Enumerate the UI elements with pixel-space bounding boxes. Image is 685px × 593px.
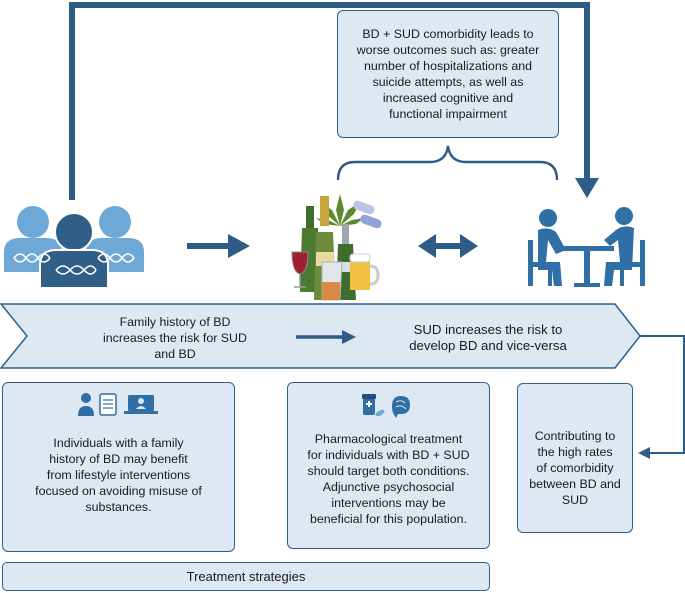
banner-right-text: SUD increases the risk to develop BD and… [409,322,567,353]
treatment-strategies-bar: Treatment strategies [2,562,490,591]
banner-left-text: Family history of BD increases the risk … [103,315,247,361]
comorbidity-text: Contributing to the high rates of comorb… [529,429,621,507]
outcome-text: BD + SUD comorbidity leads to worse outc… [356,27,540,121]
pharma-text: Pharmacological treatment for individual… [307,432,470,526]
treatment-strategies-label: Treatment strategies [186,569,306,584]
comorbidity-box: Contributing to the high rates of comorb… [517,383,633,533]
pharma-box: Pharmacological treatment for individual… [287,382,490,549]
lifestyle-text: Individuals with a family history of BD … [35,436,202,514]
lifestyle-box: Individuals with a family history of BD … [2,382,235,552]
outcome-box: BD + SUD comorbidity leads to worse outc… [337,10,559,138]
